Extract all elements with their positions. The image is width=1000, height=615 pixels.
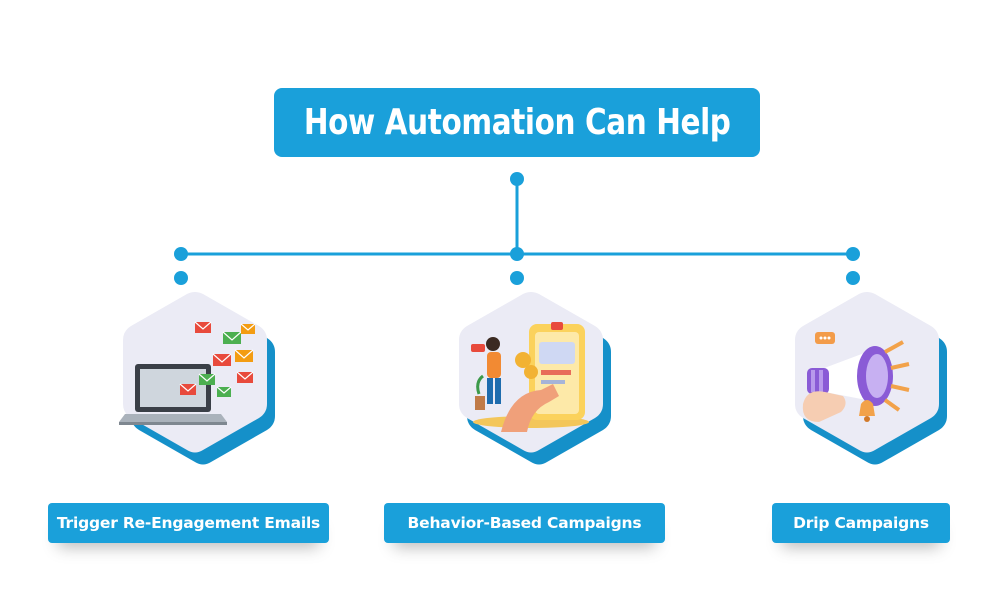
hexagon-card-emails (95, 292, 275, 482)
title-box: How Automation Can Help (274, 88, 760, 157)
connector-node-right (846, 247, 860, 261)
connector-node-left (174, 247, 188, 261)
laptop-emails-icon (119, 321, 256, 425)
label-behavior-based: Behavior-Based Campaigns (384, 503, 665, 543)
hexagon-card-drip (767, 292, 947, 482)
connector-node-left-drop (174, 271, 188, 285)
connector-node-center-drop (510, 271, 524, 285)
ppc-marketing-icon (471, 322, 589, 432)
page-title: How Automation Can Help (303, 102, 731, 143)
label-drip-campaigns: Drip Campaigns (772, 503, 950, 543)
label-text: Behavior-Based Campaigns (407, 514, 642, 532)
label-text: Trigger Re-Engagement Emails (56, 514, 321, 532)
megaphone-icon (802, 332, 910, 422)
connector-node-center (510, 247, 524, 261)
label-text: Drip Campaigns (793, 514, 929, 532)
connector-node-top (510, 172, 524, 186)
label-trigger-reengagement: Trigger Re-Engagement Emails (48, 503, 329, 543)
hexagon-card-behavior (431, 292, 611, 482)
connector-node-right-drop (846, 271, 860, 285)
